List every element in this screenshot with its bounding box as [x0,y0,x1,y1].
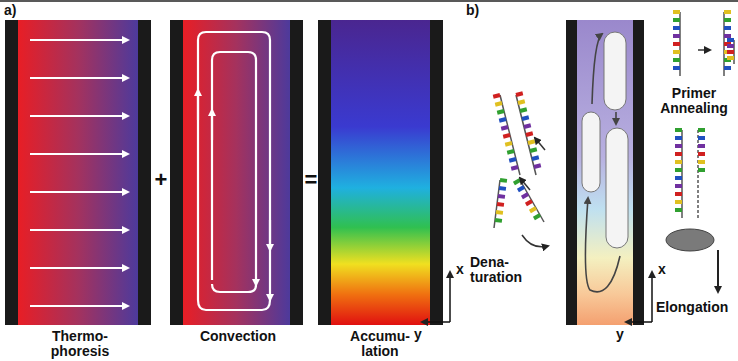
step-label: Dena- turation [470,255,540,285]
arrow [30,191,128,193]
base [675,152,682,156]
backbone [681,130,683,218]
base [675,200,682,204]
step-label: Elongation [656,300,736,315]
base [520,109,527,111]
base [675,168,682,172]
base [501,127,508,129]
base [534,165,541,167]
base [698,136,705,140]
base [673,26,680,30]
arrow [30,229,128,231]
base [516,93,523,95]
base [673,18,680,22]
base [509,159,516,161]
base [673,42,680,46]
base [511,167,518,169]
arrow [30,267,128,269]
base [675,192,682,196]
base [498,194,505,199]
backbone [697,130,699,218]
base [724,18,731,22]
column-label: Thermo- phoresis [40,329,120,359]
base [675,144,682,148]
base [499,119,506,121]
base [530,149,537,151]
base [530,208,536,211]
base [724,26,731,30]
base [496,210,503,215]
base [522,117,529,119]
base [528,141,535,143]
thermophoresis-arrows [30,40,128,306]
base [675,184,682,188]
base [673,66,680,70]
base [499,186,506,191]
axis-label: y [616,327,628,342]
backbone [516,95,536,175]
axis-label: x [658,262,670,277]
arrow [30,153,128,155]
base [497,202,504,207]
base [698,144,705,148]
arrow [30,115,128,117]
base [534,215,540,218]
base [727,50,734,54]
base [727,38,734,42]
base [495,218,502,223]
axis-label: y [414,327,426,342]
base [724,34,731,38]
dna-strands [493,12,734,228]
base [698,160,705,164]
base [727,44,734,48]
backbone [500,95,520,175]
base [673,10,680,14]
base [495,103,502,105]
base [698,152,705,156]
base [507,151,514,153]
base [675,136,682,140]
base [500,178,507,183]
base [727,56,734,60]
arrow [30,39,128,41]
base [675,208,682,212]
base [724,66,731,70]
operator: = [302,168,320,192]
base [675,160,682,164]
base [497,111,504,113]
base [503,135,510,137]
base [514,180,520,183]
base [698,168,705,172]
arrow [30,305,128,307]
base [526,201,532,204]
base [526,133,533,135]
base [675,128,682,132]
step-label: Primer Annealing [655,86,733,116]
base [522,194,528,197]
base [673,58,680,62]
operator: + [152,168,170,192]
column-label: Accumu- lation [340,329,420,359]
base [505,143,512,145]
base [673,34,680,38]
base [524,125,531,127]
base [493,95,500,97]
base [698,128,705,132]
base [518,101,525,103]
panel-label: a) [4,3,34,18]
panel-label: b) [466,3,496,18]
column-label: Convection [176,329,300,344]
base [673,50,680,54]
base [724,10,731,14]
base [532,157,539,159]
arrow [30,77,128,79]
axis-label: x [456,262,468,277]
base [675,176,682,180]
base [518,187,524,190]
